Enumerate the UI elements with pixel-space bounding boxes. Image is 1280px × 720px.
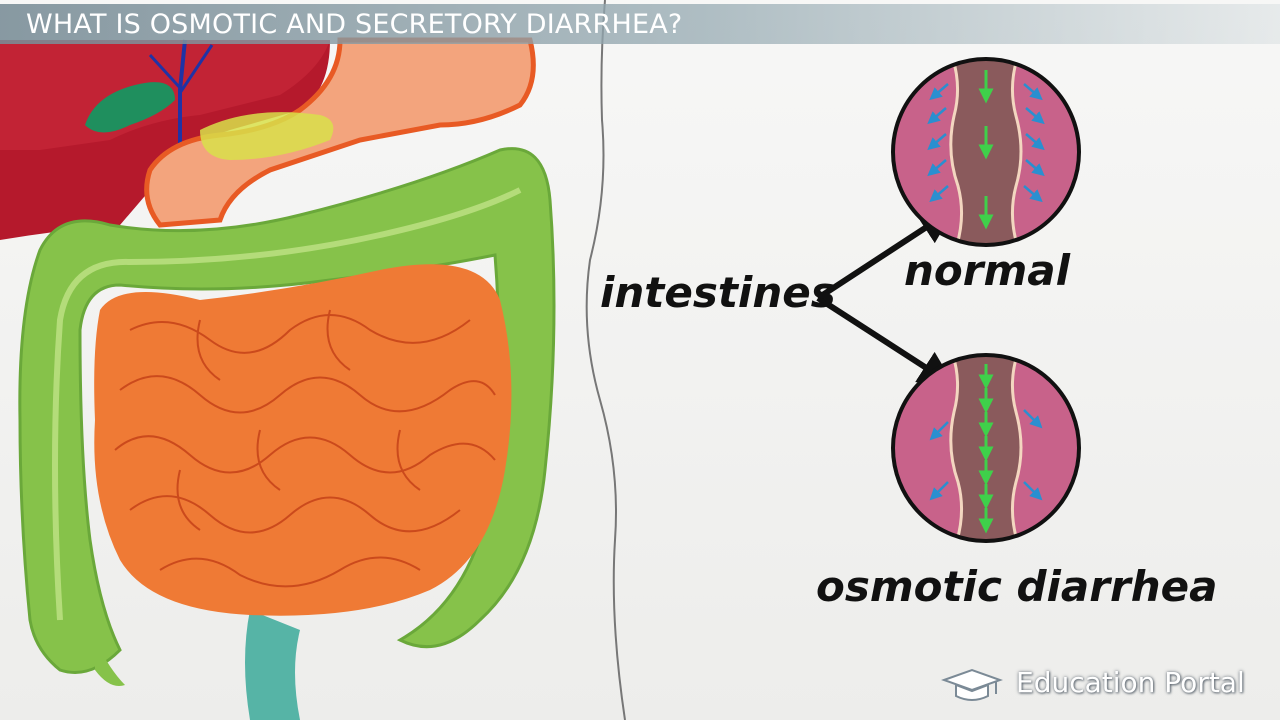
digestive-system-illustration [0,37,556,720]
colon [18,147,556,674]
small-intestine [94,264,512,616]
branch-arrows [816,208,956,387]
rectum [245,610,300,720]
pancreas [200,112,334,160]
osmotic-diarrhea-cross-section [891,353,1081,543]
title-bar: WHAT IS OSMOTIC AND SECRETORY DIARRHEA? [0,4,1280,44]
normal-label: normal [904,246,1070,295]
graduation-cap-icon [941,668,1003,701]
osmotic-diarrhea-label: osmotic diarrhea [816,562,1218,611]
education-portal-logo: Education Portal [940,660,1270,710]
gallbladder [85,82,175,133]
body-outline [585,0,626,720]
arrow-to-normal [816,208,956,301]
normal-intestine-cross-section [891,57,1081,247]
slide-title: WHAT IS OSMOTIC AND SECRETORY DIARRHEA? [26,9,683,40]
logo-text: Education Portal [1016,666,1245,699]
appendix [95,640,125,686]
arrow-to-osmotic [816,295,956,387]
intestines-label: intestines [600,268,836,317]
